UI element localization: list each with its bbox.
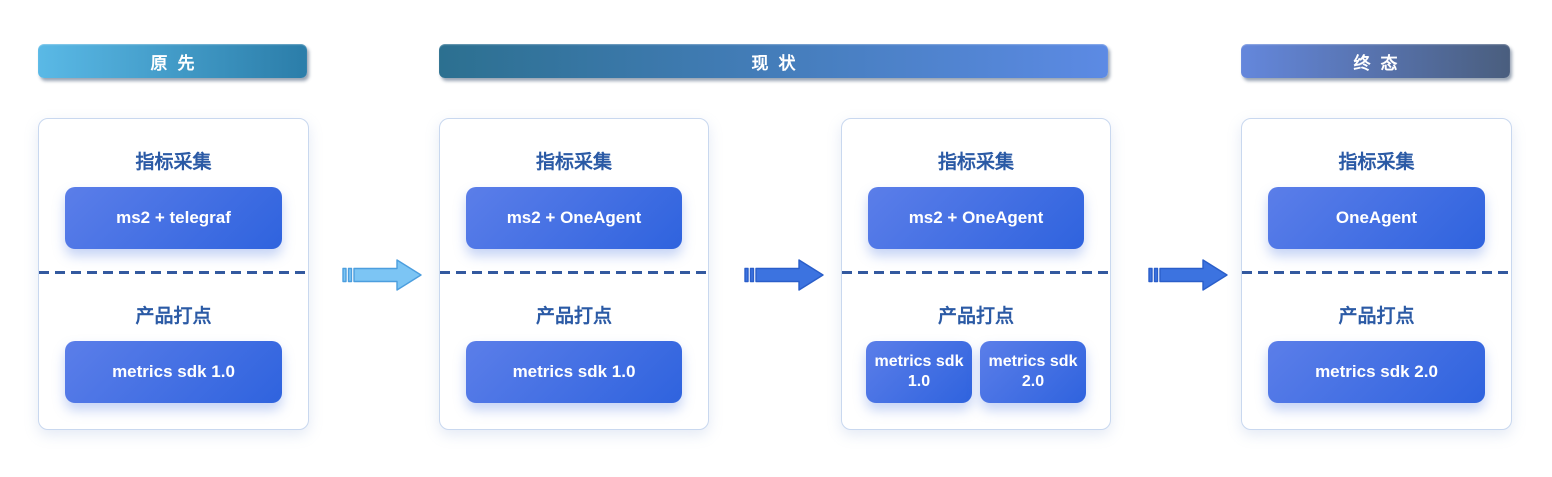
stage-badge-final: 终态 (1241, 44, 1510, 78)
flow-arrow-icon (1148, 259, 1228, 291)
metric-collection-title: 指标采集 (937, 152, 1014, 173)
dashed-divider (842, 271, 1110, 274)
product-tracking-title: 产品打点 (937, 306, 1014, 327)
tracking-node: metrics sdk 1.0 (65, 341, 282, 403)
tracking-node: metrics sdk 2.0 (1268, 341, 1485, 403)
dashed-divider (440, 271, 708, 274)
card-current-b: 指标采集 ms2 + OneAgent 产品打点 metrics sdk 1.0… (841, 118, 1111, 430)
metric-collection-title: 指标采集 (535, 152, 612, 173)
product-tracking-title: 产品打点 (535, 306, 612, 327)
metric-node: OneAgent (1268, 187, 1485, 249)
metric-collection-title: 指标采集 (1338, 152, 1415, 173)
stage-badge-current: 现状 (439, 44, 1108, 78)
stage-badge-original: 原先 (38, 44, 307, 78)
product-tracking-title: 产品打点 (1338, 306, 1415, 327)
metric-collection-title: 指标采集 (135, 152, 212, 173)
tracking-node-sdk1: metrics sdk 1.0 (866, 341, 972, 403)
card-final: 指标采集 OneAgent 产品打点 metrics sdk 2.0 (1241, 118, 1512, 430)
flow-arrow-icon (342, 259, 422, 291)
tracking-node-sdk2: metrics sdk 2.0 (980, 341, 1086, 403)
tracking-node: metrics sdk 1.0 (466, 341, 682, 403)
dashed-divider (39, 271, 308, 274)
flow-arrow-icon (744, 259, 824, 291)
metric-node: ms2 + OneAgent (466, 187, 682, 249)
card-original: 指标采集 ms2 + telegraf 产品打点 metrics sdk 1.0 (38, 118, 309, 430)
metric-node: ms2 + OneAgent (868, 187, 1084, 249)
metric-node: ms2 + telegraf (65, 187, 282, 249)
card-current-a: 指标采集 ms2 + OneAgent 产品打点 metrics sdk 1.0 (439, 118, 709, 430)
product-tracking-title: 产品打点 (135, 306, 212, 327)
dashed-divider (1242, 271, 1511, 274)
